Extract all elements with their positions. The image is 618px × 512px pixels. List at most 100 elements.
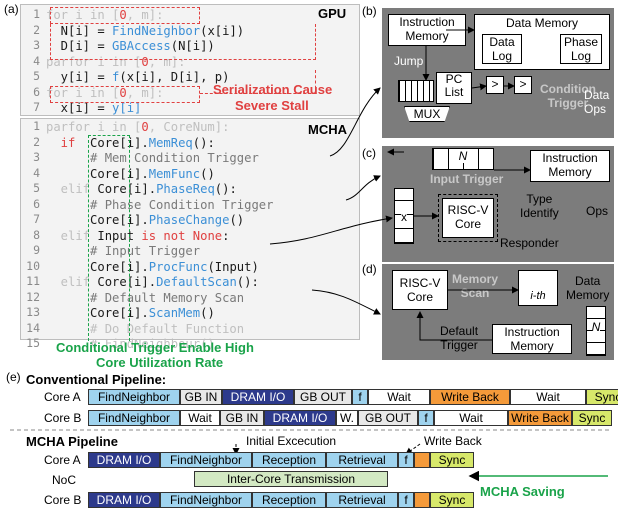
code-token: , CoreNum]:: [148, 120, 230, 134]
pipeline-stage: Sync: [586, 389, 618, 405]
pipeline-stage: [414, 452, 430, 468]
code-token: # Input Trigger: [46, 244, 201, 258]
pipeline-stage: Wait: [510, 389, 586, 405]
code-token: 0: [141, 120, 149, 134]
serialization-annotation-1: Serialization Cause: [213, 82, 333, 97]
pipeline-stage: f: [352, 389, 368, 405]
mcha-code-box: [20, 118, 360, 340]
code-token: , m]:: [148, 54, 186, 69]
pipeline-stage: DRAM I/O: [222, 389, 294, 405]
code-token: (N[i]): [170, 39, 215, 53]
panel-label-e: (e): [6, 370, 21, 384]
code-line: elif Core[i].DefaultScan():: [46, 274, 259, 290]
panel-label-a: (a): [4, 2, 19, 16]
code-token: Core[i].: [46, 259, 149, 274]
gpu-dashed-box-2: [50, 24, 316, 60]
code-token: ScanMem: [148, 306, 201, 320]
pipeline-stage: Write Back: [508, 410, 572, 426]
arrow-default-scan: [311, 289, 381, 315]
code-line: for i in [0, m]:: [46, 85, 163, 101]
code-line-number: 2: [33, 134, 40, 149]
pipeline-stage: f: [398, 452, 414, 468]
code-token: y[i]: [112, 101, 142, 115]
code-line-number: 2: [33, 22, 40, 37]
c-input-trigger: Input Trigger: [430, 172, 504, 186]
code-token: ():: [236, 275, 259, 289]
pipeline-stage: Sync: [430, 452, 474, 468]
pipeline-stage: Wait: [180, 410, 220, 426]
pipeline-stage: Wait: [434, 410, 508, 426]
d-risc-core: RISC-V Core: [392, 270, 448, 310]
b-mux: MUX: [404, 106, 450, 122]
code-line: if Core[i].MemReq():: [46, 135, 215, 151]
conv-core-a-label: Core A: [44, 390, 81, 404]
code-token: D[i] =: [46, 39, 113, 53]
code-token: for i in [: [46, 8, 120, 22]
gpu-dashed-box-3: [50, 86, 200, 103]
code-token: Input: [90, 228, 142, 243]
code-token: (Input): [207, 259, 259, 274]
code-token: PhaseReq: [156, 182, 215, 196]
pipeline-stage: FindNeighbor: [88, 410, 180, 426]
b-pc-list: PC List: [436, 72, 472, 104]
code-token: elif: [46, 228, 91, 243]
code-token: is not None: [141, 228, 223, 243]
pipeline-stage: [414, 492, 430, 508]
mcha-green-dashed-box: [88, 135, 130, 341]
code-line-number: 13: [26, 305, 40, 319]
pipeline-stage: Retrieval: [326, 452, 398, 468]
code-token: Core[i].: [46, 306, 149, 320]
pipeline-stage: Write Back: [430, 389, 510, 405]
code-token: MemFunc: [148, 166, 201, 181]
code-line-number: 4: [33, 53, 40, 68]
arrow-input-trigger: [269, 215, 393, 245]
code-line-number: 9: [33, 243, 40, 257]
code-token: for i in [: [46, 85, 120, 100]
code-token: elif: [46, 182, 91, 196]
b-jump-label: Jump: [394, 54, 424, 68]
pipeline-stage: f: [418, 410, 434, 426]
conv-core-b-label: Core B: [44, 411, 82, 425]
code-token: parfor i in [: [46, 54, 142, 69]
code-line: # Default Memory Scan: [46, 290, 244, 306]
code-token: (): [200, 306, 215, 320]
code-line-number: 6: [33, 84, 40, 99]
arrow-mem-trigger: [329, 87, 381, 157]
code-token: DefaultScan: [156, 275, 237, 289]
conditional-annotation-2: Core Utilization Rate: [96, 355, 224, 370]
code-line-number: 5: [33, 181, 40, 195]
c-risc-core: RISC-V Core: [442, 198, 494, 238]
code-token: elif: [46, 275, 91, 289]
code-token: # Do Default Function: [46, 321, 245, 336]
code-token: x[i] =: [46, 101, 113, 115]
code-token: f: [112, 70, 120, 84]
code-token: (x[i], D[i], p): [119, 70, 230, 84]
write-back-label: Write Back: [424, 434, 482, 448]
code-line: # FindNeighbour(): [46, 336, 215, 352]
pipeline-stage: Wait: [368, 389, 430, 405]
code-line: Core[i].ScanMem(): [46, 305, 215, 321]
pipeline-stage: Sync: [430, 492, 474, 508]
c-responder: Responder: [500, 236, 559, 250]
gpu-dashed-box-1: [50, 7, 200, 24]
code-token: ():: [192, 135, 215, 150]
code-token: # Default Memory Scan: [46, 290, 245, 305]
conventional-title: Conventional Pipeline:: [26, 372, 167, 387]
conditional-annotation-1: Conditional Trigger Enable High: [56, 340, 254, 355]
code-line: Core[i].PhaseChange(): [46, 212, 244, 228]
pipeline-stage: FindNeighbor: [160, 452, 252, 468]
code-token: y[i] =: [46, 70, 113, 84]
code-line-number: 7: [33, 100, 40, 114]
code-line-number: 10: [26, 258, 40, 273]
b-phase-log: Phase Log: [560, 34, 602, 64]
c-n-register: N: [432, 148, 494, 170]
d-ith-box: i-th: [518, 270, 558, 306]
code-token: GBAccess: [112, 39, 171, 53]
code-line-number: 15: [26, 336, 40, 350]
pipeline-stage: Retrieval: [326, 492, 398, 508]
code-token: 0: [119, 8, 127, 22]
code-token: FindNeighbor: [112, 23, 201, 38]
